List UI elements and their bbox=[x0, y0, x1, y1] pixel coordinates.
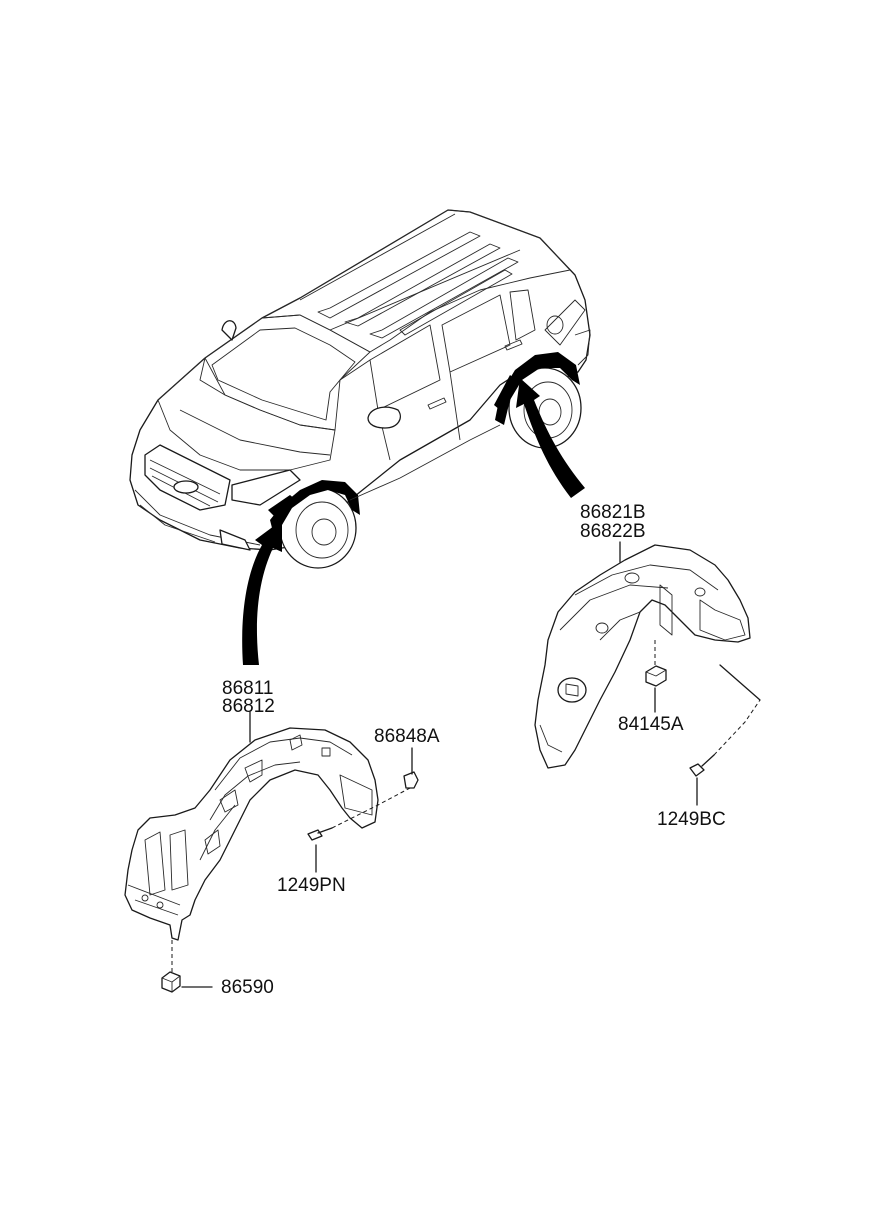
callout-86848A: 86848A bbox=[374, 726, 440, 747]
callout-86811: 86811 bbox=[222, 678, 273, 699]
callout-86822B: 86822B bbox=[580, 521, 646, 542]
callout-86590: 86590 bbox=[221, 977, 274, 998]
callout-86821B: 86821B bbox=[580, 502, 646, 523]
rear-screw-1249BC bbox=[689, 754, 715, 777]
front-wheel-liner bbox=[124, 727, 379, 941]
callout-86812: 86812 bbox=[222, 696, 275, 717]
callout-1249BC: 1249BC bbox=[657, 809, 726, 830]
rear-nut-84145A bbox=[645, 665, 667, 687]
rear-location-arrow bbox=[516, 378, 585, 498]
callout-84145A: 84145A bbox=[618, 714, 684, 735]
front-location-arrow bbox=[242, 520, 282, 665]
front-bolt-86590 bbox=[161, 971, 181, 993]
front-screw-1249PN bbox=[307, 827, 333, 841]
front-clip-86848A bbox=[403, 771, 419, 789]
rear-wheel-liner bbox=[534, 544, 751, 769]
callout-1249PN: 1249PN bbox=[277, 875, 346, 896]
